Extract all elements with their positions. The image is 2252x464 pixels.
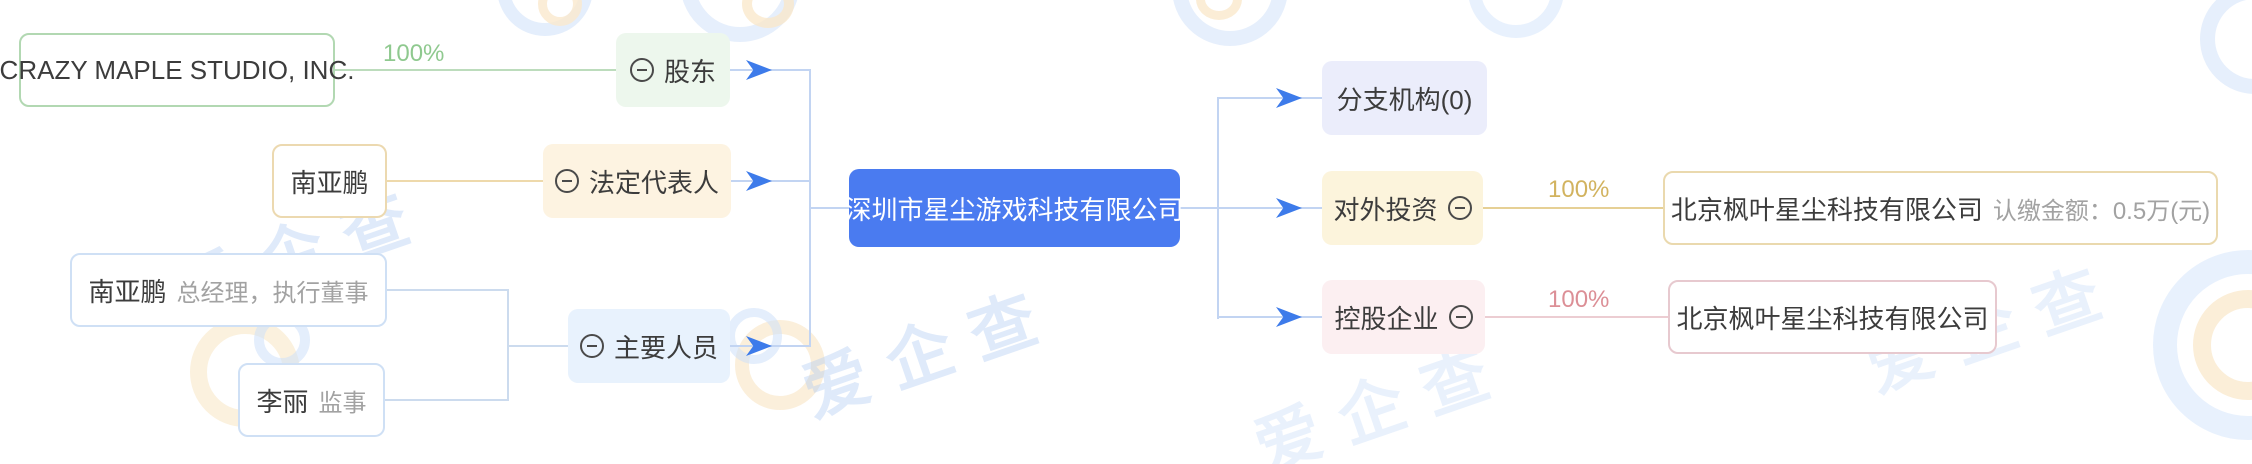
node-key-person-1[interactable]: 南亚鹏 总经理，执行董事 — [70, 253, 387, 327]
watermark-brand-text: 爱企查 — [793, 274, 1067, 431]
legal-rep-name-label: 南亚鹏 — [290, 167, 369, 198]
node-holding-target[interactable]: 北京枫叶星尘科技有限公司 — [1668, 280, 1997, 354]
edge-shareholder — [335, 69, 616, 71]
edge-bus-to-company — [809, 207, 849, 209]
node-key-personnel-group[interactable]: 主要人员 — [568, 309, 730, 383]
watermark-logo-icon — [742, 0, 794, 28]
edge-investment-target — [1483, 207, 1663, 209]
key-person-1-role: 总经理，执行董事 — [176, 279, 369, 307]
collapse-icon[interactable] — [629, 58, 654, 82]
legal-rep-group-label: 法定代表人 — [588, 167, 719, 198]
node-legal-rep-entity[interactable]: 南亚鹏 — [272, 144, 387, 218]
watermark-logo-icon — [497, 0, 593, 36]
key-person-2-role: 监事 — [318, 389, 367, 417]
collapse-icon[interactable] — [1448, 305, 1473, 329]
watermark-logo-icon — [2200, 0, 2252, 94]
shareholder-entity-label: CRAZY MAPLE STUDIO, INC. — [0, 54, 355, 85]
watermark-logo-icon — [538, 0, 582, 26]
holding-group-label: 控股企业 — [1334, 303, 1439, 334]
edge-company-out — [1180, 207, 1218, 209]
main-company-label: 深圳市星尘游戏科技有限公司 — [845, 194, 1184, 225]
node-main-company[interactable]: 深圳市星尘游戏科技有限公司 — [846, 169, 1184, 247]
branches-label: 分支机构(0) — [1336, 84, 1473, 115]
watermark-logo-icon — [726, 308, 782, 364]
node-holding-group[interactable]: 控股企业 — [1322, 280, 1485, 354]
key-person-1-name: 南亚鹏 — [88, 276, 167, 307]
key-person-2-name: 李丽 — [256, 386, 309, 417]
node-investment-target[interactable]: 北京枫叶星尘科技有限公司 认缴金额：0.5万(元) — [1663, 171, 2218, 245]
edge-member — [385, 399, 508, 401]
node-investment-group[interactable]: 对外投资 — [1322, 171, 1483, 245]
watermark-logo-icon — [735, 320, 825, 410]
node-shareholder-entity[interactable]: CRAZY MAPLE STUDIO, INC. — [0, 33, 354, 107]
collapse-icon[interactable] — [554, 169, 579, 193]
holding-percent-label: 100% — [1548, 286, 1610, 313]
edge-legal-rep — [387, 180, 543, 182]
node-branches[interactable]: 分支机构(0) — [1322, 61, 1487, 135]
shareholder-percent-label: 100% — [383, 40, 445, 67]
watermark-logo-icon — [2193, 290, 2252, 400]
edge-member — [387, 289, 508, 291]
holding-target-name: 北京枫叶星尘科技有限公司 — [1676, 303, 1989, 334]
shareholder-group-label: 股东 — [663, 56, 716, 87]
edge-branches — [1217, 97, 1322, 99]
node-legal-rep-group[interactable]: 法定代表人 — [543, 144, 731, 218]
investment-percent-label: 100% — [1548, 176, 1610, 203]
edge-investment — [1217, 207, 1322, 209]
watermark-logo-icon — [2153, 250, 2252, 440]
investment-target-annotation: 认缴金额：0.5万(元) — [1992, 197, 2211, 225]
edge-holding — [1217, 316, 1322, 318]
collapse-icon[interactable] — [1447, 196, 1472, 220]
node-key-person-2[interactable]: 李丽 监事 — [238, 363, 385, 437]
edge-holding-target — [1485, 316, 1668, 318]
edge-member-group — [507, 345, 568, 347]
watermark-logo-icon — [1468, 0, 1564, 38]
collapse-icon[interactable] — [579, 334, 604, 358]
key-personnel-group-label: 主要人员 — [613, 332, 718, 363]
node-shareholder-group[interactable]: 股东 — [616, 33, 730, 107]
investment-group-label: 对外投资 — [1333, 194, 1438, 225]
watermark-logo-icon — [1196, 0, 1242, 20]
investment-target-name: 北京枫叶星尘科技有限公司 — [1670, 194, 1983, 225]
watermark-logo-icon — [1172, 0, 1288, 46]
